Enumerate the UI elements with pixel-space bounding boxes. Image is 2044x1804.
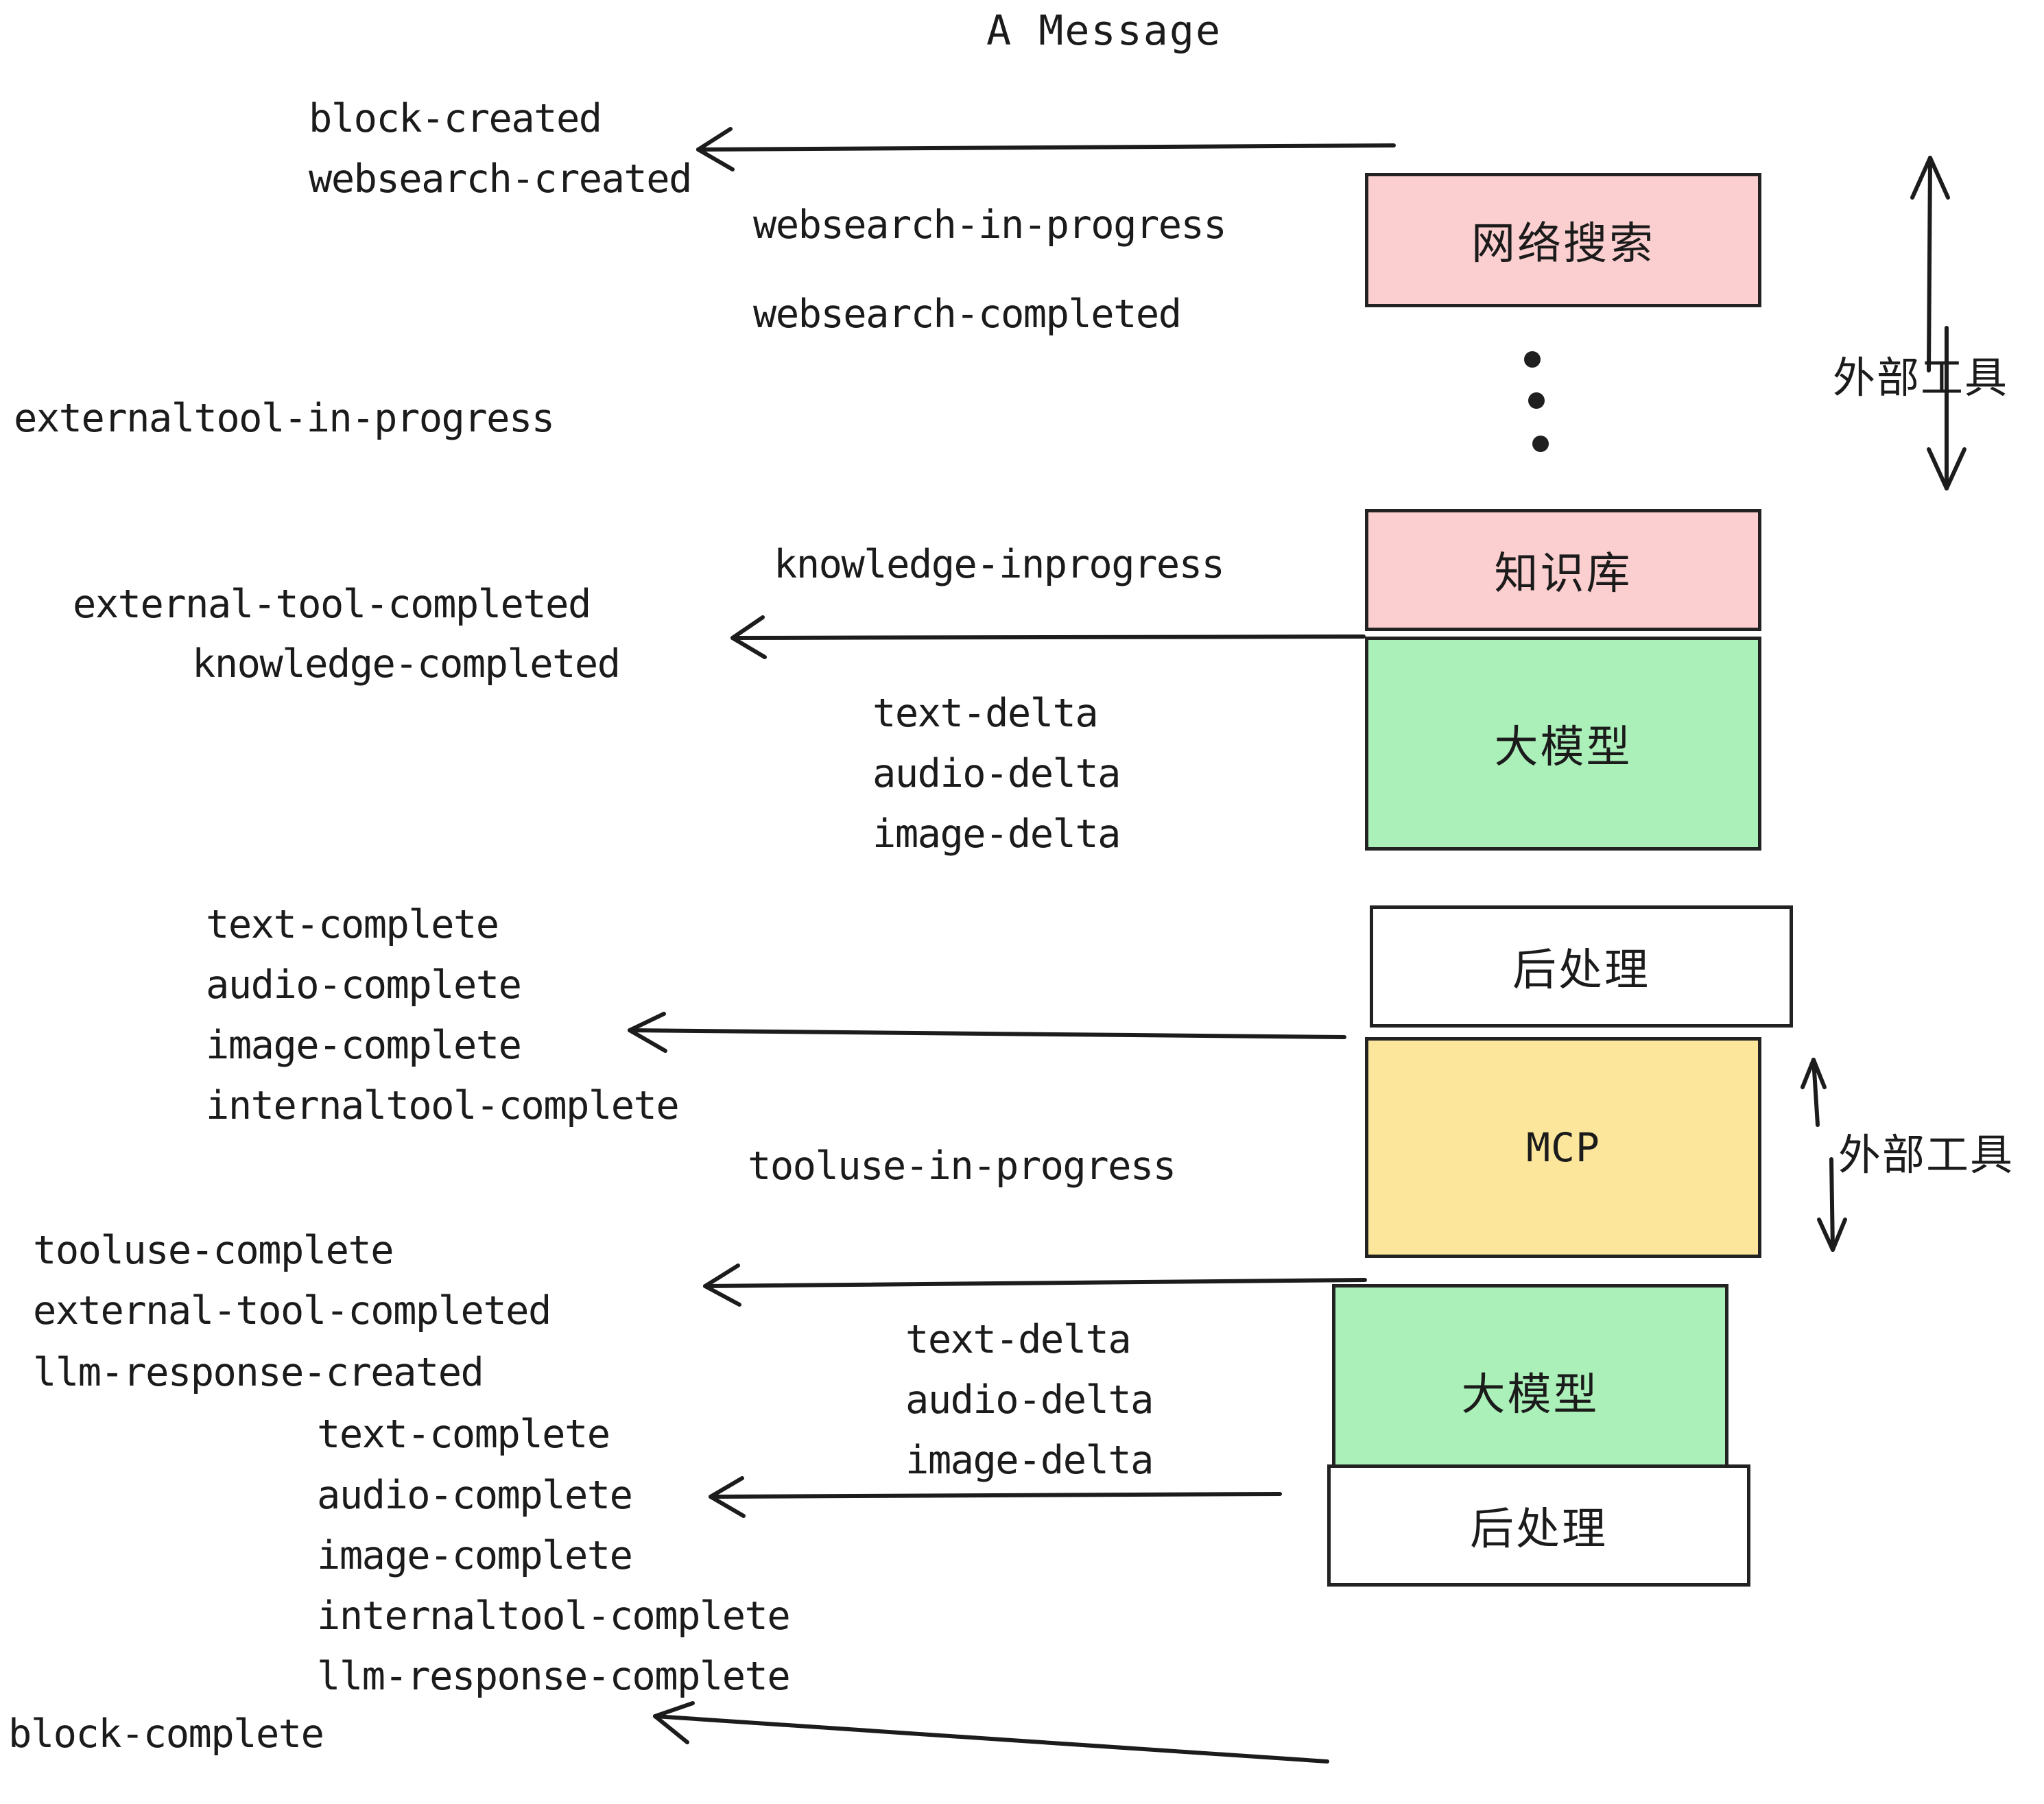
- box-postprocess-second[interactable]: 后处理: [1327, 1464, 1750, 1587]
- event-image-delta-1: image-delta: [872, 811, 1121, 857]
- box-knowledge-label: 知识库: [1494, 549, 1632, 600]
- box-mcp[interactable]: MCP: [1365, 1037, 1761, 1258]
- event-block-complete: block-complete: [8, 1711, 324, 1757]
- event-text-delta-1: text-delta: [872, 691, 1099, 736]
- arrow-mcp-to-tooluse-complete: [703, 1263, 1367, 1307]
- event-knowledge-completed: knowledge-completed: [192, 641, 621, 687]
- box-mcp-label: MCP: [1526, 1124, 1600, 1171]
- event-text-complete-1: text-complete: [206, 902, 499, 947]
- event-llm-response-complete: llm-response-complete: [317, 1654, 791, 1699]
- side-label-external-tool-lower: 外部工具: [1838, 1120, 2014, 1182]
- arrow-postprocess-to-blockcomplete: [653, 1701, 1329, 1764]
- box-websearch-label: 网络搜索: [1471, 219, 1655, 270]
- event-knowledge-inprogress: knowledge-inprogress: [774, 542, 1225, 587]
- arrow-websearch-to-blockcreated: [696, 127, 1396, 171]
- ellipsis-dot-2: [1528, 392, 1545, 409]
- event-audio-delta-2: audio-delta: [905, 1377, 1154, 1423]
- box-llm-second-label: 大模型: [1461, 1370, 1600, 1421]
- event-external-tool-completed-2: external-tool-completed: [33, 1288, 551, 1333]
- event-llm-response-created: llm-response-created: [33, 1350, 484, 1395]
- box-postprocess-first-label: 后处理: [1512, 945, 1650, 996]
- ellipsis-dot-3: [1532, 436, 1549, 452]
- arrow-mcp-to-imagecomplete: [628, 1012, 1346, 1053]
- event-external-tool-completed-1: external-tool-completed: [73, 582, 591, 627]
- box-postprocess-second-label: 后处理: [1470, 1504, 1608, 1555]
- event-image-complete-2: image-complete: [317, 1533, 633, 1578]
- event-websearch-completed: websearch-completed: [753, 292, 1182, 337]
- arrow-knowledge-to-completed: [730, 615, 1366, 659]
- event-websearch-created: websearch-created: [309, 156, 692, 202]
- box-postprocess-first[interactable]: 后处理: [1370, 905, 1793, 1028]
- event-internaltool-complete-1: internaltool-complete: [206, 1083, 680, 1128]
- event-tooluse-complete: tooluse-complete: [33, 1228, 394, 1273]
- box-llm-first-label: 大模型: [1494, 722, 1632, 773]
- event-tooluse-in-progress: tooluse-in-progress: [748, 1143, 1176, 1189]
- event-internaltool-complete-2: internaltool-complete: [317, 1593, 791, 1639]
- event-audio-complete-2: audio-complete: [317, 1473, 633, 1518]
- box-knowledge[interactable]: 知识库: [1365, 509, 1761, 631]
- side-label-external-tool-upper-text: 外部工具: [1833, 353, 2009, 403]
- side-label-external-tool-upper: 外部工具: [1833, 343, 2008, 405]
- box-websearch[interactable]: 网络搜索: [1365, 173, 1761, 307]
- external-tool-arrow-upper: [1910, 156, 1966, 490]
- diagram-title: A Message: [986, 7, 1222, 55]
- ellipsis-dot-1: [1524, 351, 1541, 368]
- event-block-created: block-created: [309, 96, 602, 141]
- event-externaltool-in-progress: externaltool-in-progress: [14, 396, 555, 441]
- arrow-llm-to-audiocomplete: [709, 1476, 1282, 1518]
- event-websearch-in-progress: websearch-in-progress: [753, 202, 1227, 248]
- box-llm-second[interactable]: 大模型: [1332, 1284, 1728, 1498]
- side-label-external-tool-lower-text: 外部工具: [1838, 1130, 2015, 1180]
- event-image-complete-1: image-complete: [206, 1023, 522, 1068]
- event-audio-complete-1: audio-complete: [206, 962, 522, 1008]
- event-audio-delta-1: audio-delta: [872, 751, 1121, 796]
- event-text-delta-2: text-delta: [905, 1317, 1132, 1362]
- event-text-complete-2: text-complete: [317, 1412, 610, 1457]
- event-image-delta-2: image-delta: [905, 1438, 1154, 1483]
- box-llm-first[interactable]: 大模型: [1365, 637, 1761, 851]
